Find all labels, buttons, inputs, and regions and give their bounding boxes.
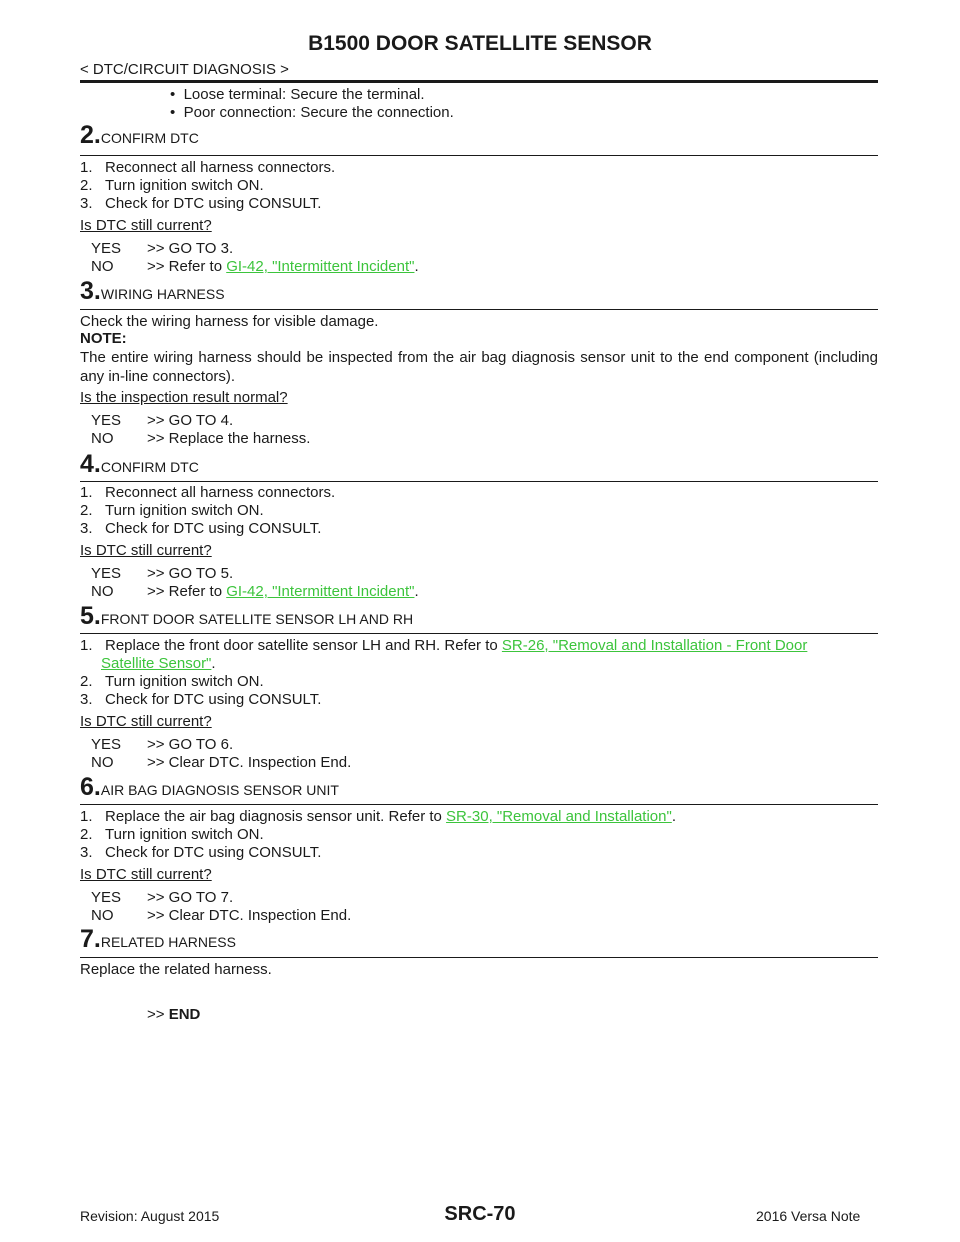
yes-label: YES	[91, 889, 122, 906]
header-rule	[80, 80, 878, 83]
no-action: >> Clear DTC. Inspection End.	[147, 754, 352, 771]
step-divider	[80, 155, 878, 156]
step-item: 3. Check for DTC using CONSULT.	[80, 195, 322, 212]
step-4-heading: 4.CONFIRM DTC	[80, 450, 199, 478]
yes-label: YES	[91, 736, 122, 753]
step-7-heading: 7.RELATED HARNESS	[80, 925, 236, 953]
step-body: Replace the related harness.	[80, 961, 272, 978]
step-divider	[80, 481, 878, 482]
reference-link[interactable]: GI-42, "Intermittent Incident"	[226, 258, 415, 275]
yes-action: >> GO TO 3.	[147, 240, 234, 257]
no-label: NO	[91, 430, 114, 447]
bullet-item: • Loose terminal: Secure the terminal.	[170, 86, 425, 103]
reference-link[interactable]: GI-42, "Intermittent Incident"	[226, 583, 415, 600]
step-question: Is DTC still current?	[80, 866, 212, 883]
step-item: 2. Turn ignition switch ON.	[80, 673, 264, 690]
yes-label: YES	[91, 412, 122, 429]
step-2-heading: 2.CONFIRM DTC	[80, 121, 199, 149]
step-3-heading: 3.WIRING HARNESS	[80, 277, 225, 305]
step-6-heading: 6.AIR BAG DIAGNOSIS SENSOR UNIT	[80, 773, 339, 801]
yes-action: >> GO TO 4.	[147, 412, 234, 429]
step-item: 1. Reconnect all harness connectors.	[80, 159, 336, 176]
note-label: NOTE:	[80, 330, 127, 347]
note-text: The entire wiring harness should be insp…	[80, 349, 878, 385]
step-item-continued: Satellite Sensor".	[101, 655, 216, 672]
step-5-heading: 5.FRONT DOOR SATELLITE SENSOR LH AND RH	[80, 602, 414, 630]
yes-action: >> GO TO 6.	[147, 736, 234, 753]
step-question: Is DTC still current?	[80, 713, 212, 730]
reference-link[interactable]: SR-26, "Removal and Installation - Front…	[501, 637, 808, 654]
step-item: 2. Turn ignition switch ON.	[80, 826, 264, 843]
model-name: 2016 Versa Note	[756, 1208, 861, 1224]
step-item: 3. Check for DTC using CONSULT.	[80, 691, 322, 708]
no-action: >> Refer to GI-42, "Intermittent Inciden…	[147, 258, 419, 275]
step-question: Is the inspection result normal?	[80, 389, 288, 406]
step-item: 2. Turn ignition switch ON.	[80, 177, 264, 194]
step-question: Is DTC still current?	[80, 542, 212, 559]
no-label: NO	[91, 754, 114, 771]
no-label: NO	[91, 258, 114, 275]
step-divider	[80, 804, 878, 805]
yes-label: YES	[91, 240, 122, 257]
step-divider	[80, 309, 878, 310]
step-question: Is DTC still current?	[80, 217, 212, 234]
step-divider	[80, 957, 878, 958]
page-title: B1500 DOOR SATELLITE SENSOR	[308, 32, 652, 55]
page-number: SRC-70	[444, 1203, 516, 1225]
step-item: 3. Check for DTC using CONSULT.	[80, 844, 322, 861]
no-label: NO	[91, 907, 114, 924]
step-item: 3. Check for DTC using CONSULT.	[80, 520, 322, 537]
step-body: Check the wiring harness for visible dam…	[80, 313, 379, 330]
no-label: NO	[91, 583, 114, 600]
revision-date: Revision: August 2015	[80, 1208, 220, 1224]
yes-label: YES	[91, 565, 122, 582]
no-action: >> Replace the harness.	[147, 430, 311, 447]
step-item: 1. Replace the air bag diagnosis sensor …	[80, 808, 676, 825]
no-action: >> Clear DTC. Inspection End.	[147, 907, 352, 924]
step-item: 2. Turn ignition switch ON.	[80, 502, 264, 519]
breadcrumb: < DTC/CIRCUIT DIAGNOSIS >	[80, 61, 289, 78]
reference-link[interactable]: SR-30, "Removal and Installation"	[446, 808, 672, 825]
step-divider	[80, 633, 878, 634]
no-action: >> Refer to GI-42, "Intermittent Inciden…	[147, 583, 419, 600]
reference-link[interactable]: Satellite Sensor"	[101, 655, 212, 672]
yes-action: >> GO TO 5.	[147, 565, 234, 582]
end-marker: >> END	[147, 1006, 201, 1023]
step-item: 1. Reconnect all harness connectors.	[80, 484, 336, 501]
yes-action: >> GO TO 7.	[147, 889, 234, 906]
bullet-item: • Poor connection: Secure the connection…	[170, 104, 454, 121]
step-item: 1. Replace the front door satellite sens…	[80, 637, 808, 654]
